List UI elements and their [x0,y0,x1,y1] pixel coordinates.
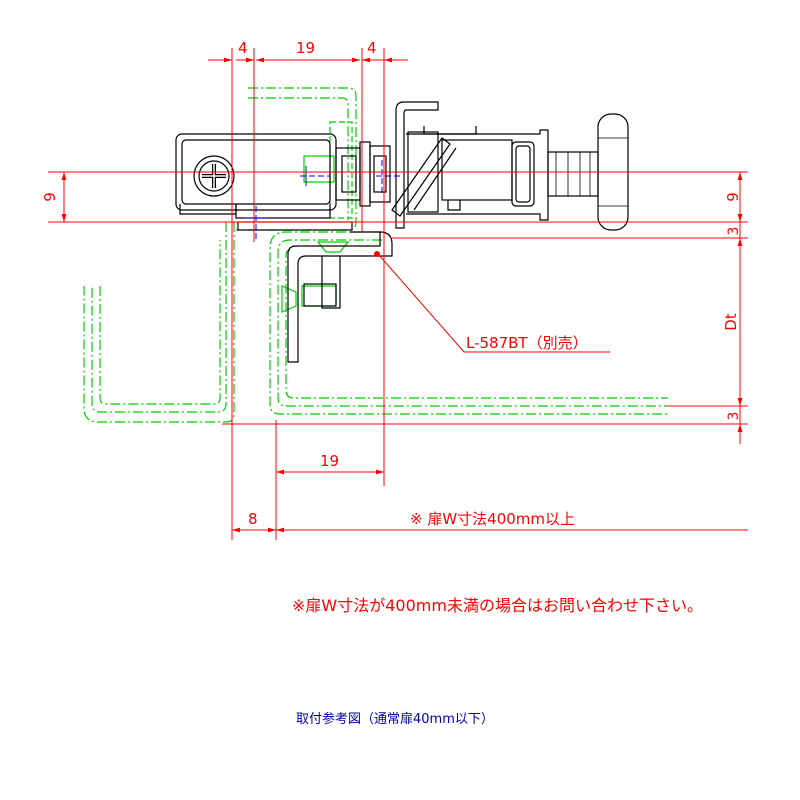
lock-body-outline [175,101,629,363]
leader-dot [374,251,380,257]
dim-door-width-note: ※ 扉W寸法400mm以上 [410,510,575,528]
dim-right-gap-top: 3 [726,227,742,236]
dim-top-left: 4 [238,39,248,57]
dim-bottom-offset: 8 [248,510,258,528]
door-frame-outlines [83,87,668,423]
drawing-caption: 取付参考図（通常扉40mm以下） [296,712,494,727]
warning-note: ※扉W寸法が400mm未満の場合はお問い合わせ下さい。 [292,596,703,615]
dim-right-top: 9 [724,192,742,202]
dim-bottom-width: 19 [320,452,339,470]
callout-part-label: L-587BT（別売） [466,334,588,352]
extension-lines [48,48,748,540]
center-lines [244,160,400,242]
dim-top-right: 4 [367,39,377,57]
dim-left-height: 9 [41,192,59,202]
dim-top-mid: 19 [296,39,315,57]
dim-right-depth: Dt [722,313,740,331]
dim-right-gap-bottom: 3 [726,412,742,421]
dimension-lines [61,57,748,533]
